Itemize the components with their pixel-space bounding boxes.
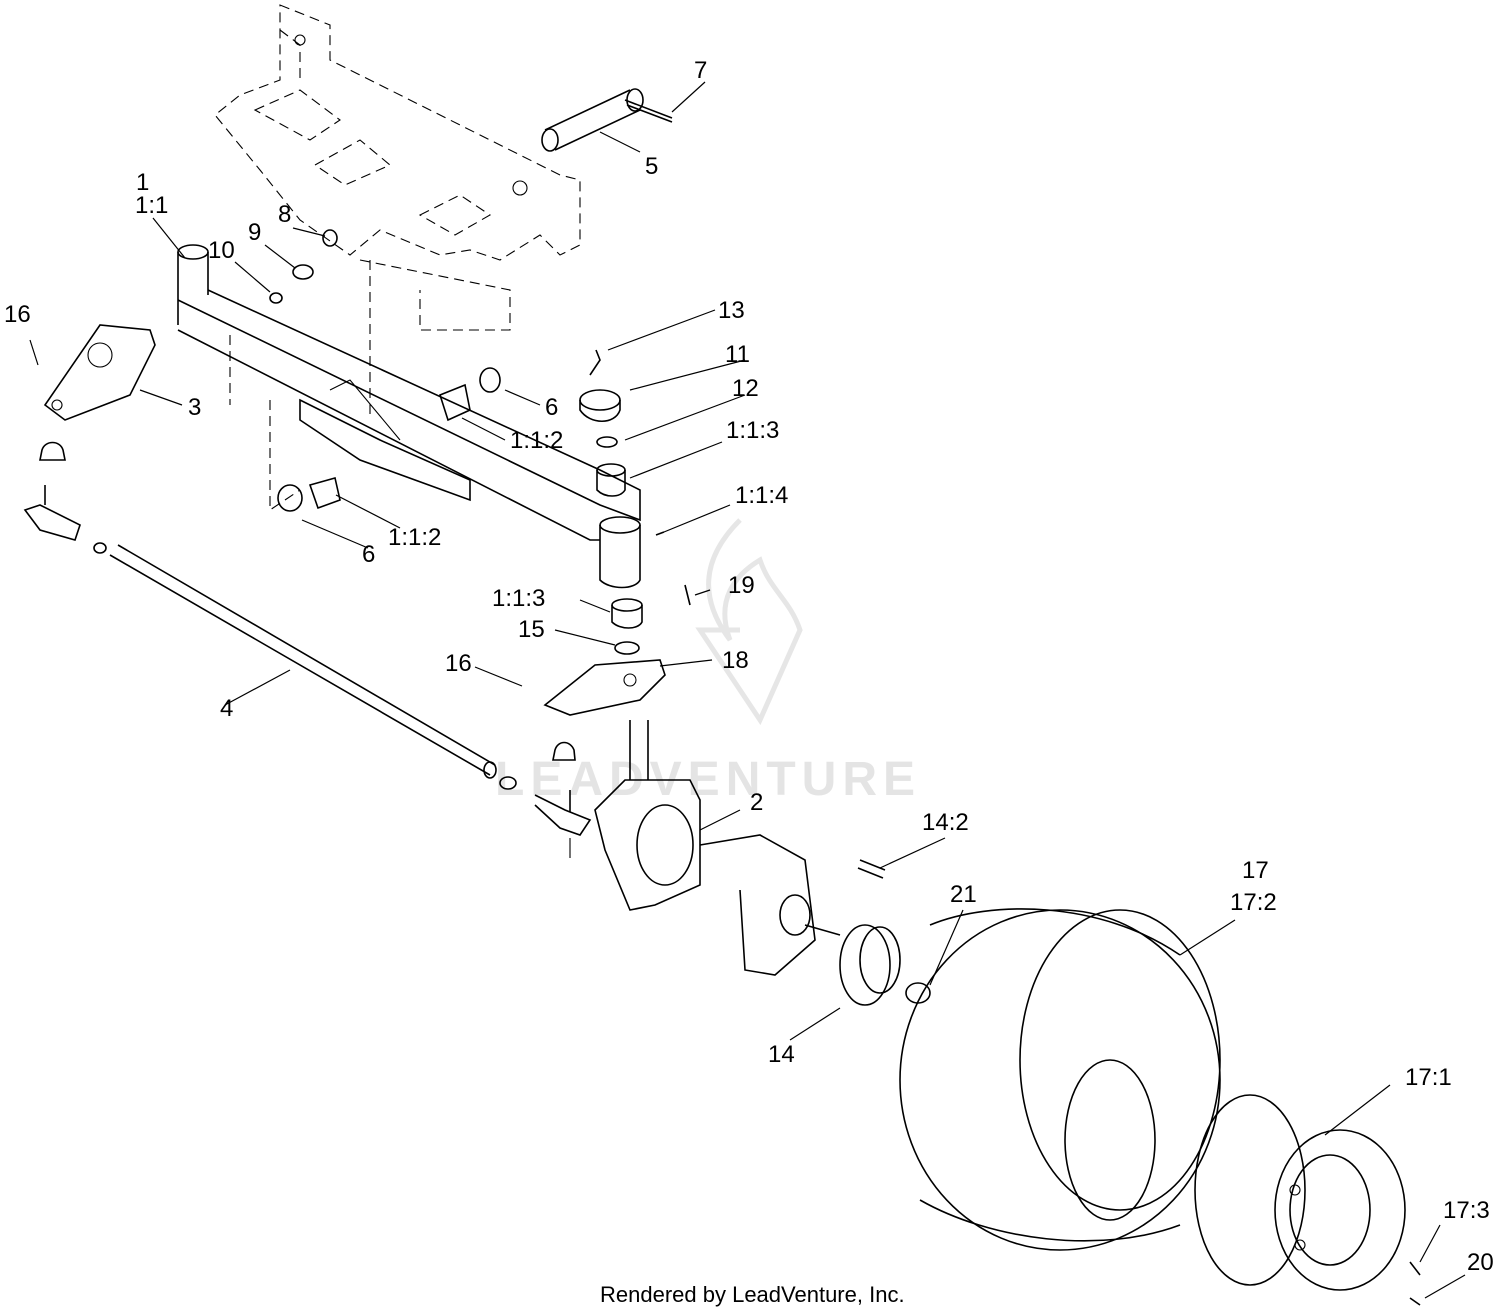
pivot-pin-assembly <box>541 88 673 152</box>
callout-5: 5 <box>645 153 658 180</box>
callout-4: 4 <box>220 695 233 722</box>
watermark: LEADVENTURE <box>495 518 921 806</box>
callout-9: 9 <box>248 219 261 246</box>
tie-rod-assembly <box>23 485 592 858</box>
callout-13: 13 <box>718 297 745 324</box>
callout-6-right: 6 <box>545 394 558 421</box>
hardware-8-9-10 <box>269 229 338 304</box>
callout-17-2: 17:2 <box>1230 889 1277 916</box>
callout-17: 17 <box>1242 857 1269 884</box>
callout-1-1-2-lower: 1:1:2 <box>388 524 441 551</box>
callout-21: 21 <box>950 881 977 908</box>
callout-3: 3 <box>188 394 201 421</box>
callout-19: 19 <box>728 572 755 599</box>
callout-labels: 1 1:1 9 8 10 7 5 16 3 6 1:1:2 1:1:2 6 13… <box>4 57 1494 1276</box>
callout-15: 15 <box>518 616 545 643</box>
callout-1-1-3-lower: 1:1:3 <box>492 585 545 612</box>
callout-17-3: 17:3 <box>1443 1197 1490 1224</box>
callout-1: 1 <box>136 169 149 196</box>
leader-lines <box>29 81 1466 1299</box>
callout-1-1-2-upper: 1:1:2 <box>510 427 563 454</box>
spindle-stack <box>579 349 665 655</box>
steering-arm-right <box>543 584 691 761</box>
callout-1-1: 1:1 <box>135 192 168 219</box>
callout-16-right: 16 <box>445 650 472 677</box>
steering-arm-left <box>39 324 156 461</box>
callout-10: 10 <box>208 237 235 264</box>
callout-20: 20 <box>1467 1249 1494 1276</box>
spindle-carrier <box>594 720 841 976</box>
callout-6-left: 6 <box>362 541 375 568</box>
callout-2: 2 <box>750 789 763 816</box>
bushings-and-washers <box>277 367 501 512</box>
callout-17-1: 17:1 <box>1405 1064 1452 1091</box>
callout-1-1-4: 1:1:4 <box>735 482 788 509</box>
callout-12: 12 <box>732 375 759 402</box>
callout-7: 7 <box>694 57 707 84</box>
rim <box>1194 1094 1421 1306</box>
front-axle <box>177 244 641 541</box>
tire <box>899 908 1221 1251</box>
wheel-hub <box>839 859 931 1006</box>
callout-14: 14 <box>768 1041 795 1068</box>
callout-16-left: 16 <box>4 301 31 328</box>
footer-credit: Rendered by LeadVenture, Inc. <box>600 1282 905 1307</box>
callout-1-1-3-upper: 1:1:3 <box>726 417 779 444</box>
callout-14-2: 14:2 <box>922 809 969 836</box>
watermark-text: LEADVENTURE <box>495 753 921 806</box>
callout-18: 18 <box>722 647 749 674</box>
callout-11: 11 <box>725 341 750 368</box>
callout-8: 8 <box>278 201 291 228</box>
watermark-flame-logo <box>695 518 803 726</box>
